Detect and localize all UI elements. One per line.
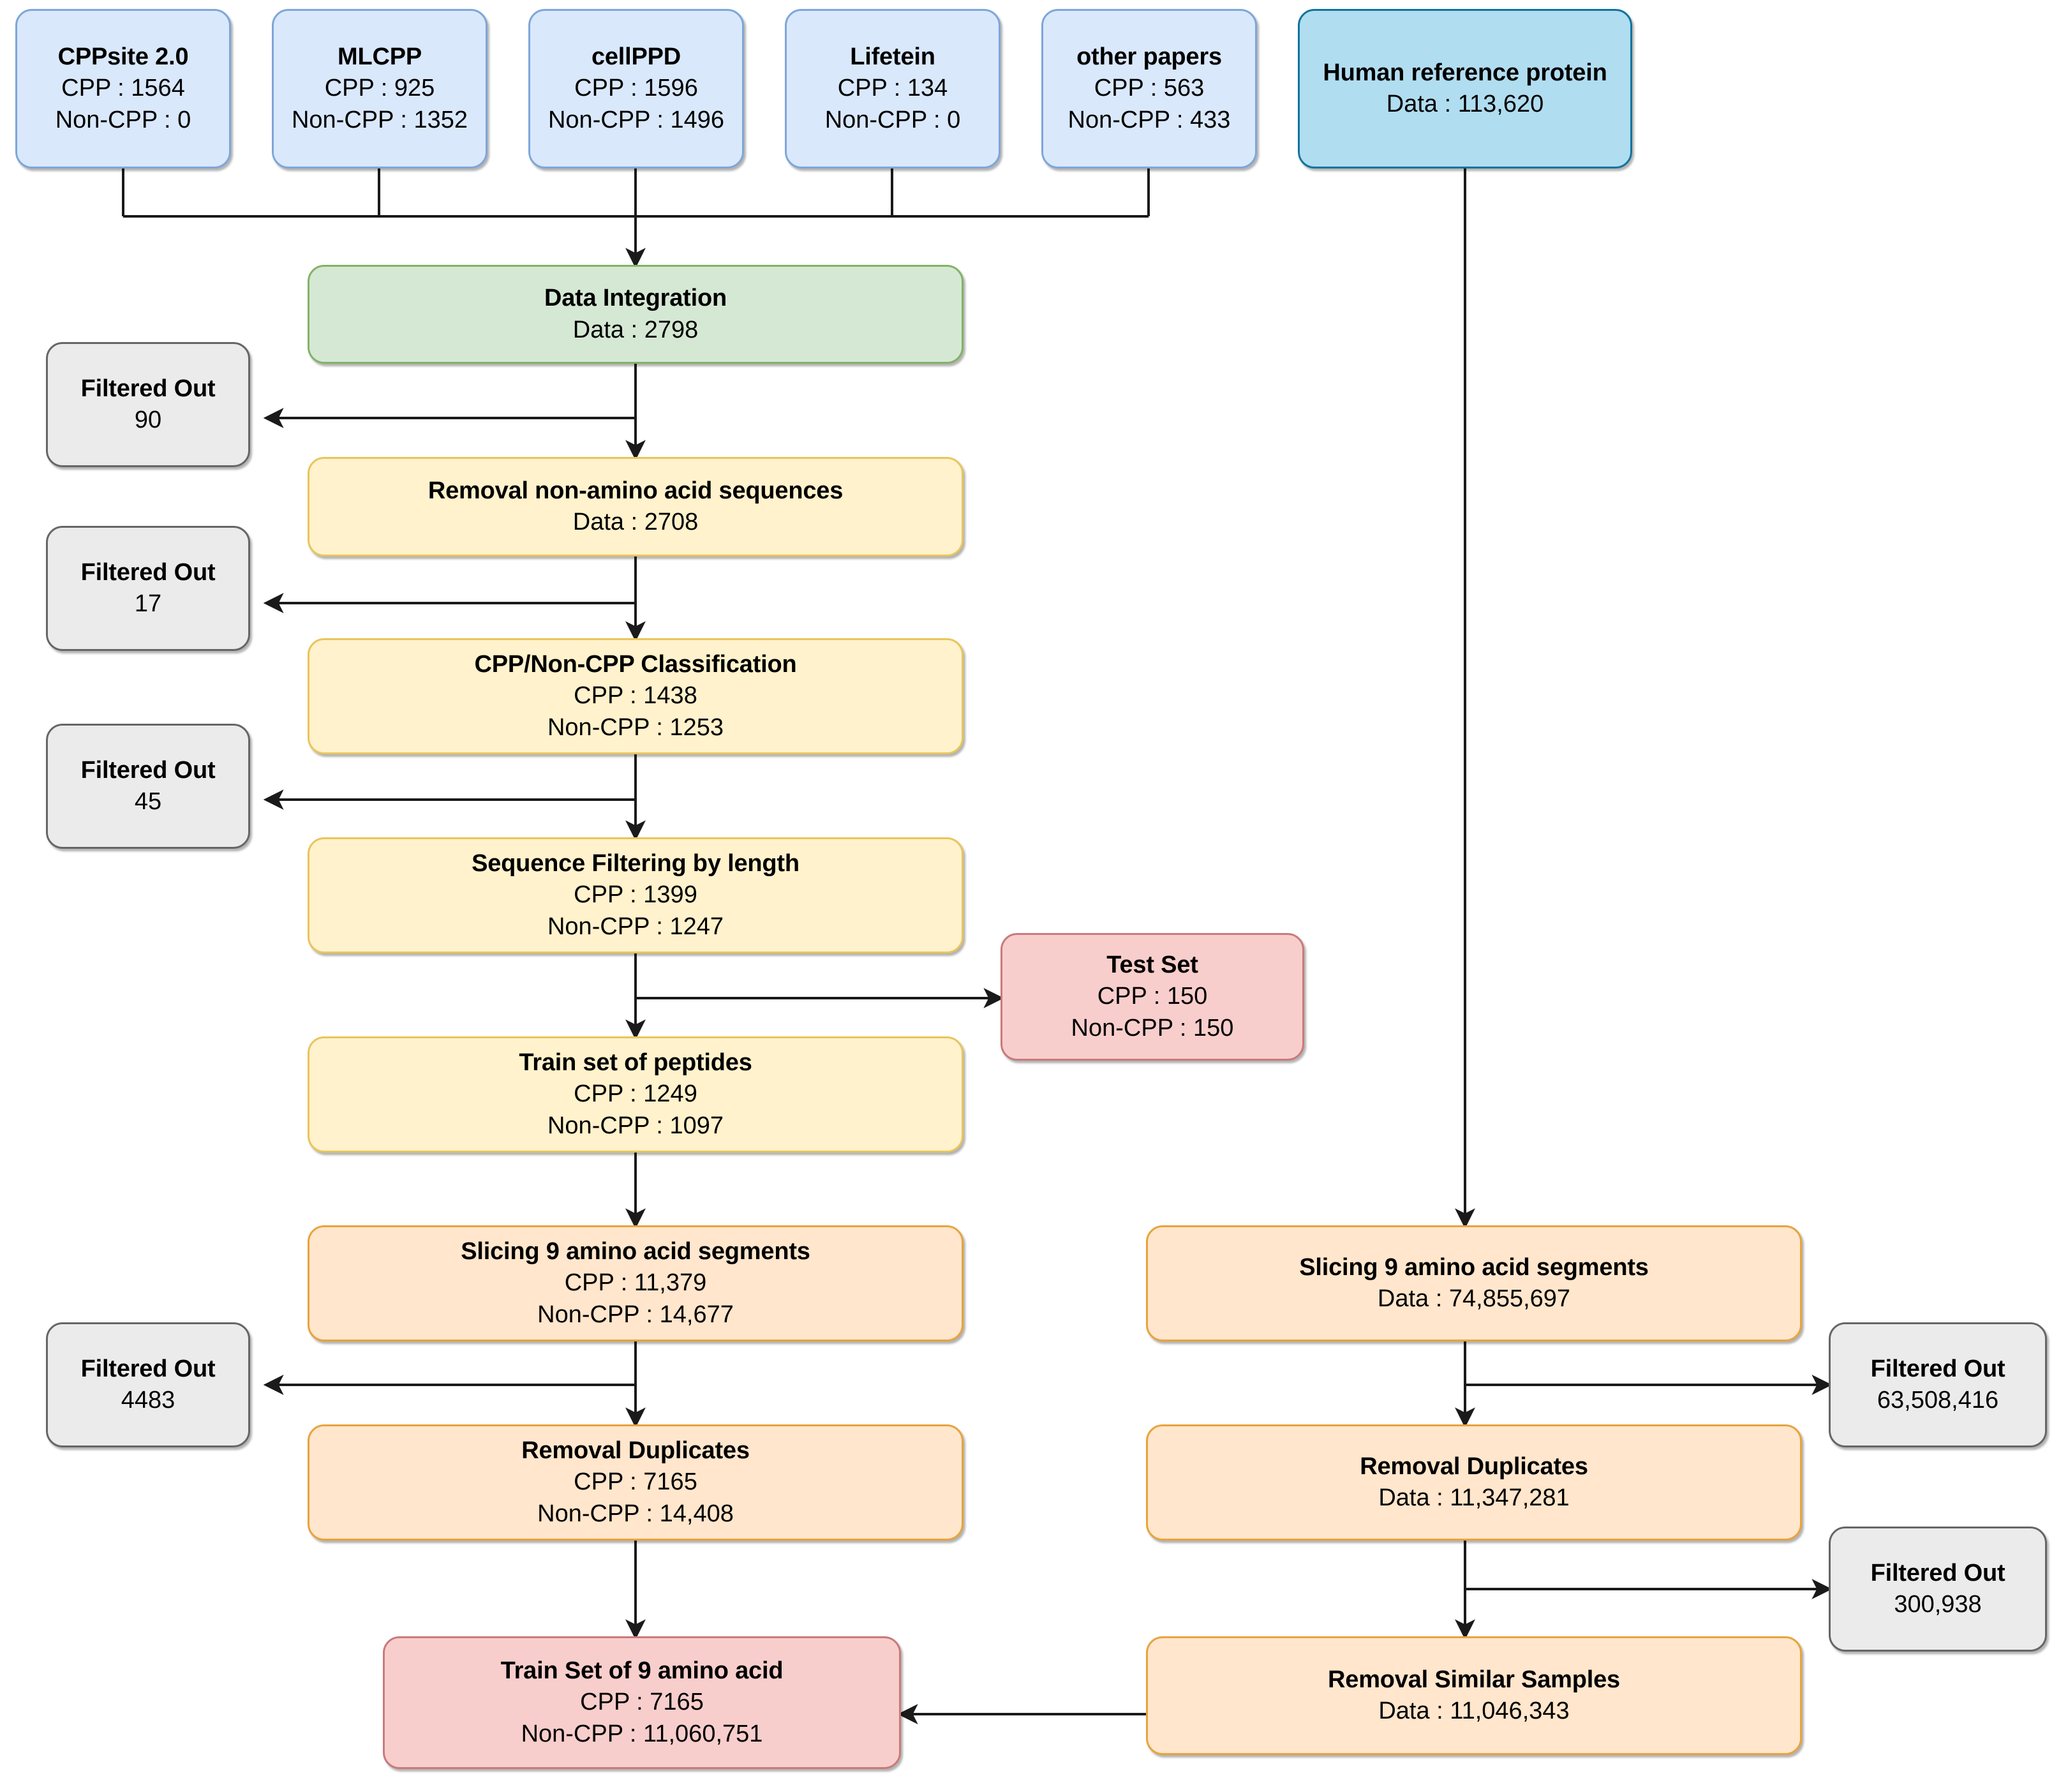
node-title: Sequence Filtering by length <box>472 849 800 877</box>
filtered-out-label: Filtered Out <box>1870 1355 2005 1382</box>
source-node-cellppd[interactable]: cellPPD CPP : 1596 Non-CPP : 1496 <box>528 9 744 168</box>
source-title: cellPPD <box>591 43 681 70</box>
process-node-sequence-filtering-by-length[interactable]: Sequence Filtering by length CPP : 1399 … <box>308 837 963 953</box>
node-line-1: CPP : 11,379 <box>564 1269 707 1297</box>
source-title: other papers <box>1076 43 1222 70</box>
filtered-out-node-17[interactable]: Filtered Out 17 <box>46 526 250 651</box>
process-node-removal-duplicates-peptides[interactable]: Removal Duplicates CPP : 7165 Non-CPP : … <box>308 1424 963 1541</box>
node-title: Removal non-amino acid sequences <box>428 477 844 504</box>
result-node-final-train-set[interactable]: Train Set of 9 amino acid CPP : 7165 Non… <box>383 1636 901 1769</box>
source-node-human-reference-protein[interactable]: Human reference protein Data : 113,620 <box>1298 9 1632 168</box>
source-node-mlcpp[interactable]: MLCPP CPP : 925 Non-CPP : 1352 <box>272 9 487 168</box>
filtered-out-node-300938[interactable]: Filtered Out 300,938 <box>1829 1527 2047 1652</box>
filtered-out-count: 4483 <box>121 1387 175 1414</box>
protein-source-title: Human reference protein <box>1323 59 1607 86</box>
filtered-out-label: Filtered Out <box>80 1355 216 1382</box>
protein-source-data: Data : 113,620 <box>1386 91 1544 117</box>
source-noncpp-count: Non-CPP : 433 <box>1067 106 1231 133</box>
filtered-out-count: 63,508,416 <box>1877 1387 1999 1414</box>
node-line-1: Data : 11,347,281 <box>1378 1484 1570 1511</box>
source-noncpp-count: Non-CPP : 1496 <box>547 106 725 133</box>
node-title: Test Set <box>1106 951 1198 978</box>
node-title: Train Set of 9 amino acid <box>500 1657 784 1684</box>
filtered-out-label: Filtered Out <box>80 375 216 402</box>
source-node-cppsite[interactable]: CPPsite 2.0 CPP : 1564 Non-CPP : 0 <box>15 9 231 168</box>
node-line-1: CPP : 1249 <box>574 1080 697 1108</box>
node-line-1: CPP : 150 <box>1097 983 1208 1010</box>
node-line-2: Non-CPP : 150 <box>1071 1014 1234 1042</box>
filtered-out-label: Filtered Out <box>1870 1559 2005 1587</box>
node-line-2: Non-CPP : 11,060,751 <box>521 1720 763 1747</box>
filtered-out-count: 45 <box>134 788 162 815</box>
source-cpp-count: CPP : 925 <box>324 75 435 102</box>
source-title: Lifetein <box>850 43 935 70</box>
source-noncpp-count: Non-CPP : 1352 <box>291 106 468 133</box>
filtered-out-count: 300,938 <box>1894 1591 1982 1618</box>
source-cpp-count: CPP : 1564 <box>61 75 185 102</box>
process-node-removal-similar-samples[interactable]: Removal Similar Samples Data : 11,046,34… <box>1146 1636 1802 1755</box>
process-node-slicing-9aa-peptides[interactable]: Slicing 9 amino acid segments CPP : 11,3… <box>308 1225 963 1341</box>
node-line-1: CPP : 1399 <box>574 881 697 909</box>
process-node-train-set-of-peptides[interactable]: Train set of peptides CPP : 1249 Non-CPP… <box>308 1036 963 1153</box>
filtered-out-label: Filtered Out <box>80 756 216 784</box>
filtered-out-count: 90 <box>134 407 162 433</box>
filtered-out-node-4483[interactable]: Filtered Out 4483 <box>46 1322 250 1447</box>
node-title: Slicing 9 amino acid segments <box>461 1237 810 1265</box>
node-line-1: CPP : 1438 <box>574 682 697 710</box>
node-line-2: Non-CPP : 14,677 <box>537 1301 734 1328</box>
filtered-out-count: 17 <box>134 590 162 617</box>
source-node-other-papers[interactable]: other papers CPP : 563 Non-CPP : 433 <box>1041 9 1257 168</box>
filtered-out-node-63508416[interactable]: Filtered Out 63,508,416 <box>1829 1322 2047 1447</box>
node-line-1: Data : 2798 <box>572 316 699 343</box>
result-node-test-set[interactable]: Test Set CPP : 150 Non-CPP : 150 <box>1001 933 1304 1061</box>
node-title: Removal Similar Samples <box>1328 1666 1620 1693</box>
process-node-slicing-9aa-protein[interactable]: Slicing 9 amino acid segments Data : 74,… <box>1146 1225 1802 1341</box>
process-node-removal-non-amino-acid[interactable]: Removal non-amino acid sequences Data : … <box>308 457 963 556</box>
node-title: Data Integration <box>544 285 727 312</box>
source-noncpp-count: Non-CPP : 0 <box>824 106 961 133</box>
process-node-cpp-classification[interactable]: CPP/Non-CPP Classification CPP : 1438 No… <box>308 638 963 754</box>
process-node-removal-duplicates-protein[interactable]: Removal Duplicates Data : 11,347,281 <box>1146 1424 1802 1541</box>
source-cpp-count: CPP : 563 <box>1094 75 1205 102</box>
node-line-2: Non-CPP : 1247 <box>547 913 724 940</box>
node-title: Removal Duplicates <box>1360 1452 1588 1480</box>
node-title: Slicing 9 amino acid segments <box>1299 1253 1649 1281</box>
source-noncpp-count: Non-CPP : 0 <box>55 106 191 133</box>
node-line-1: Data : 2708 <box>572 509 699 535</box>
process-node-data-integration[interactable]: Data Integration Data : 2798 <box>308 265 963 364</box>
node-line-1: CPP : 7165 <box>574 1468 697 1496</box>
node-line-1: CPP : 7165 <box>580 1689 704 1716</box>
source-cpp-count: CPP : 134 <box>837 75 948 102</box>
node-line-2: Non-CPP : 14,408 <box>537 1500 734 1527</box>
node-title: CPP/Non-CPP Classification <box>474 650 797 678</box>
source-title: CPPsite 2.0 <box>57 43 189 70</box>
node-title: Train set of peptides <box>519 1049 752 1076</box>
node-line-1: Data : 74,855,697 <box>1377 1285 1571 1312</box>
node-line-1: Data : 11,046,343 <box>1378 1698 1570 1724</box>
filtered-out-node-90[interactable]: Filtered Out 90 <box>46 342 250 467</box>
filtered-out-node-45[interactable]: Filtered Out 45 <box>46 724 250 849</box>
source-title: MLCPP <box>337 43 422 70</box>
filtered-out-label: Filtered Out <box>80 558 216 586</box>
node-title: Removal Duplicates <box>521 1437 750 1464</box>
source-node-lifetein[interactable]: Lifetein CPP : 134 Non-CPP : 0 <box>785 9 1001 168</box>
node-line-2: Non-CPP : 1253 <box>547 713 724 741</box>
node-line-2: Non-CPP : 1097 <box>547 1112 724 1139</box>
source-cpp-count: CPP : 1596 <box>574 75 698 102</box>
